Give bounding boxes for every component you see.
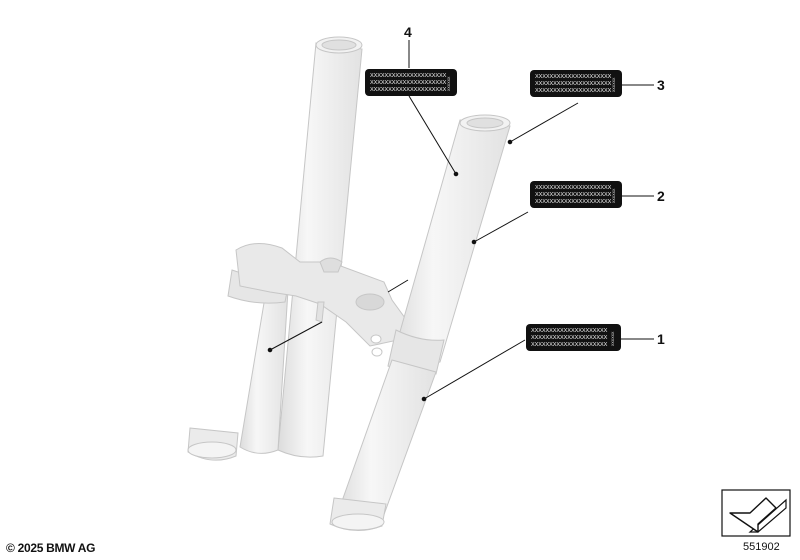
arrow-down-left-icon[interactable] (721, 489, 791, 537)
copyright-notice: © 2025 BMW AG (6, 541, 96, 555)
label-sticker-4-side: XXXXXX (447, 76, 451, 91)
label-sticker-2-line-2: XXXXXXXXXXXXXXXXXXXXX (535, 192, 612, 198)
fork-bridge[interactable] (235, 243, 406, 357)
label-sticker-1[interactable]: XXXXXXXXXXXXXXXXXXXXX XXXXXXXXXXXXXXXXXX… (526, 324, 621, 351)
label-sticker-4[interactable]: XXXXXXXXXXXXXXXXXXXXX XXXXXXXXXXXXXXXXXX… (365, 69, 457, 96)
callout-2: 2 (657, 188, 665, 204)
label-sticker-3-line-3: XXXXXXXXXXXXXXXXXXXXX (535, 88, 612, 94)
callout-3: 3 (657, 77, 665, 93)
label-sticker-2-line-1: XXXXXXXXXXXXXXXXXXXXX (535, 185, 612, 191)
callout-4: 4 (404, 24, 412, 40)
right-fork-tube[interactable] (329, 114, 511, 531)
label-sticker-2-side: XXXXXX (612, 188, 616, 203)
label-sticker-1-line-1: XXXXXXXXXXXXXXXXXXXXX (531, 328, 608, 334)
label-sticker-2[interactable]: XXXXXXXXXXXXXXXXXXXXX XXXXXXXXXXXXXXXXXX… (530, 181, 622, 208)
label-sticker-4-line-1: XXXXXXXXXXXXXXXXXXXXX (370, 73, 447, 79)
diagram-number: 551902 (743, 541, 780, 553)
label-sticker-2-line-3: XXXXXXXXXXXXXXXXXXXXX (535, 199, 612, 205)
label-sticker-1-line-3: XXXXXXXXXXXXXXXXXXXXX (531, 342, 608, 348)
label-sticker-4-line-2: XXXXXXXXXXXXXXXXXXXXX (370, 80, 447, 86)
label-sticker-3-line-1: XXXXXXXXXXXXXXXXXXXXX (535, 74, 612, 80)
label-sticker-1-side: XXXXXX (611, 331, 615, 346)
label-sticker-4-line-3: XXXXXXXXXXXXXXXXXXXXX (370, 87, 447, 93)
leader-lines (267, 40, 654, 402)
label-sticker-1-line-2: XXXXXXXXXXXXXXXXXXXXX (531, 335, 608, 341)
label-sticker-3[interactable]: XXXXXXXXXXXXXXXXXXXXX XXXXXXXXXXXXXXXXXX… (530, 70, 622, 97)
label-sticker-3-line-2: XXXXXXXXXXXXXXXXXXXXX (535, 81, 612, 87)
label-sticker-3-side: XXXXXX (612, 77, 616, 92)
callout-1: 1 (657, 331, 665, 347)
